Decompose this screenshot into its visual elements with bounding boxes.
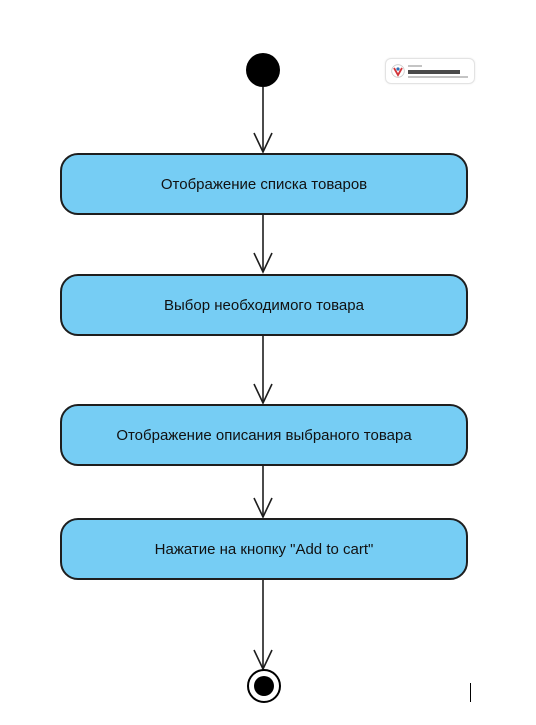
control-flow-arrow xyxy=(253,580,273,671)
text-cursor xyxy=(470,683,471,702)
visual-paradigm-watermark xyxy=(385,58,475,84)
final-node xyxy=(247,669,281,703)
action-label: Отображение описания выбраного товара xyxy=(116,426,412,444)
action-node: Отображение списка товаров xyxy=(60,153,468,215)
watermark-text-graphic xyxy=(408,65,468,78)
control-flow-arrow xyxy=(253,87,273,154)
control-flow-arrow xyxy=(253,336,273,405)
action-label: Нажатие на кнопку "Add to cart" xyxy=(154,540,374,558)
control-flow-arrow xyxy=(253,466,273,519)
initial-node xyxy=(246,53,280,87)
action-node: Выбор необходимого товара xyxy=(60,274,468,336)
action-label: Выбор необходимого товара xyxy=(164,296,364,314)
action-node: Нажатие на кнопку "Add to cart" xyxy=(60,518,468,580)
visual-paradigm-logo-icon xyxy=(391,64,405,78)
action-node: Отображение описания выбраного товара xyxy=(60,404,468,466)
control-flow-arrow xyxy=(253,215,273,274)
action-label: Отображение списка товаров xyxy=(160,175,368,193)
